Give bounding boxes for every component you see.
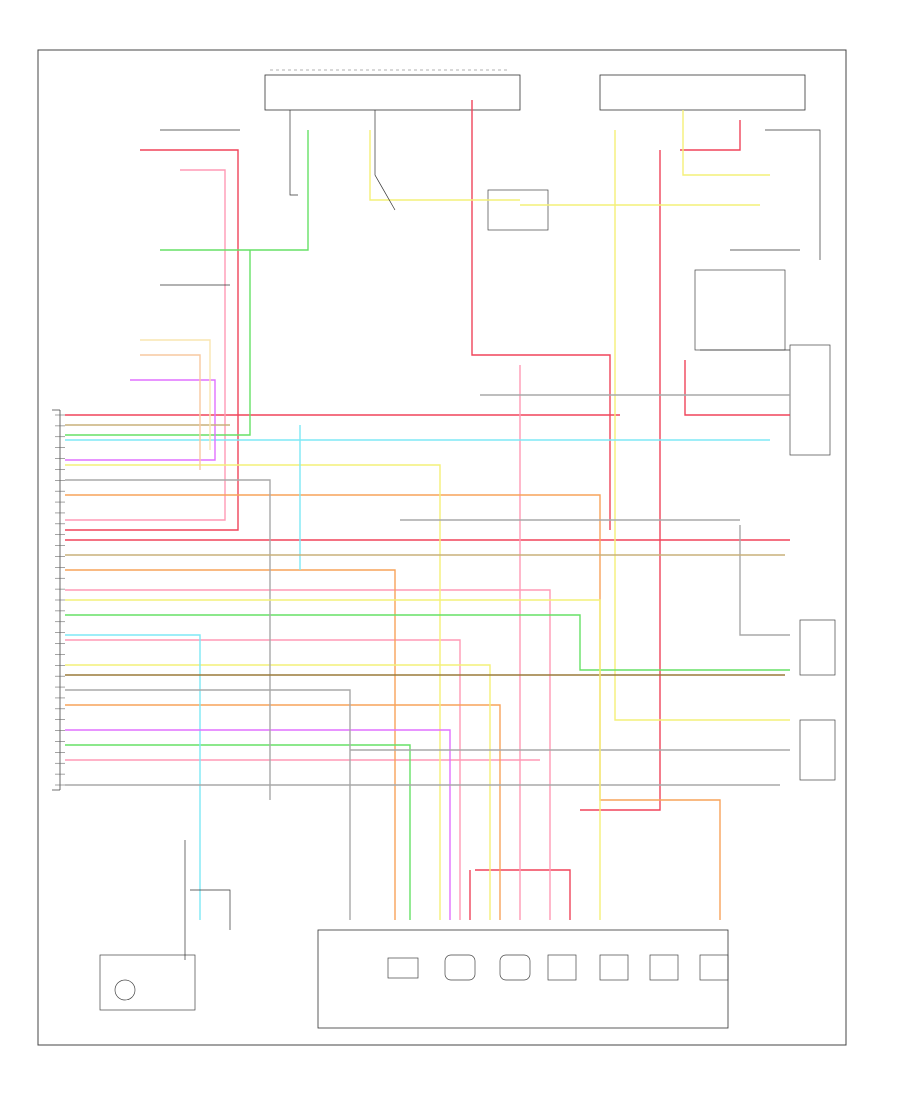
black-wires [160, 110, 821, 960]
fuse-box-left [264, 69, 521, 111]
right-components [487, 189, 836, 781]
diagram-border [37, 49, 847, 1046]
fuse-box-right [599, 74, 806, 111]
transmission-block [317, 929, 729, 1029]
transmission-range-sensor [99, 954, 196, 1011]
wires [65, 100, 790, 920]
